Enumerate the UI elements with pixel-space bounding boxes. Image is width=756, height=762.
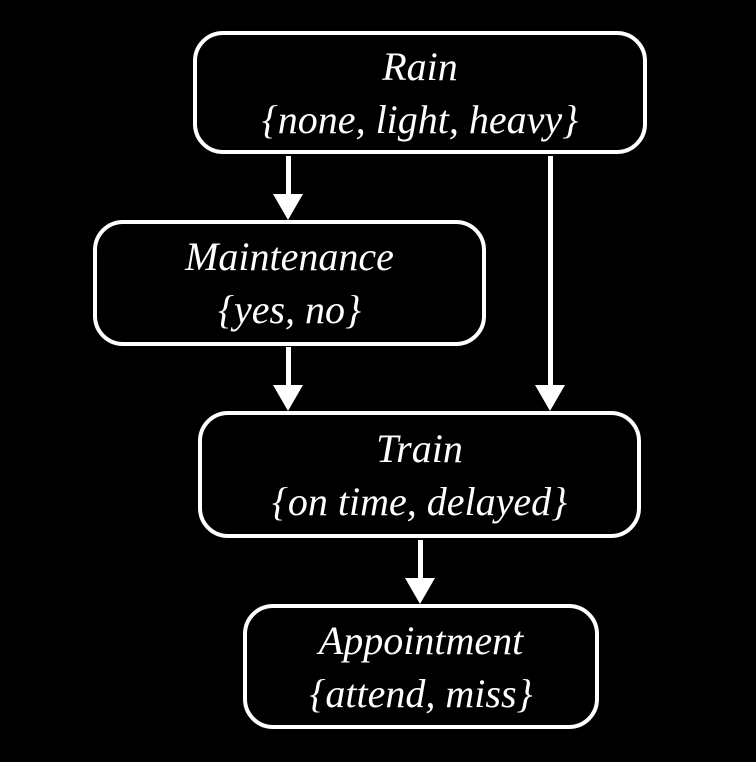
- node-appointment-values: {attend, miss}: [309, 670, 533, 716]
- node-rain-values: {none, light, heavy}: [261, 96, 579, 142]
- arrow-head-icon: [405, 578, 435, 604]
- edge-rain-to-train-arrow: [535, 156, 565, 411]
- node-appointment: Appointment {attend, miss}: [243, 604, 599, 729]
- arrow-shaft: [417, 540, 423, 578]
- node-maintenance-values: {yes, no}: [217, 287, 362, 332]
- edge-maintenance-to-train-arrow: [273, 347, 303, 411]
- node-train: Train {on time, delayed}: [198, 411, 641, 538]
- node-rain: Rain {none, light, heavy}: [193, 31, 647, 154]
- arrow-head-icon: [273, 385, 303, 411]
- node-train-label: Train: [376, 425, 463, 471]
- arrow-shaft: [547, 156, 553, 385]
- arrow-shaft: [285, 347, 291, 385]
- arrow-head-icon: [273, 194, 303, 220]
- arrow-head-icon: [535, 385, 565, 411]
- node-rain-label: Rain: [382, 43, 458, 89]
- node-maintenance: Maintenance {yes, no}: [93, 220, 486, 346]
- node-train-values: {on time, delayed}: [271, 478, 568, 524]
- edge-train-to-appointment-arrow: [405, 540, 435, 604]
- edge-rain-to-maintenance-arrow: [273, 156, 303, 220]
- node-maintenance-label: Maintenance: [185, 234, 394, 279]
- node-appointment-label: Appointment: [318, 617, 524, 663]
- arrow-shaft: [285, 156, 291, 194]
